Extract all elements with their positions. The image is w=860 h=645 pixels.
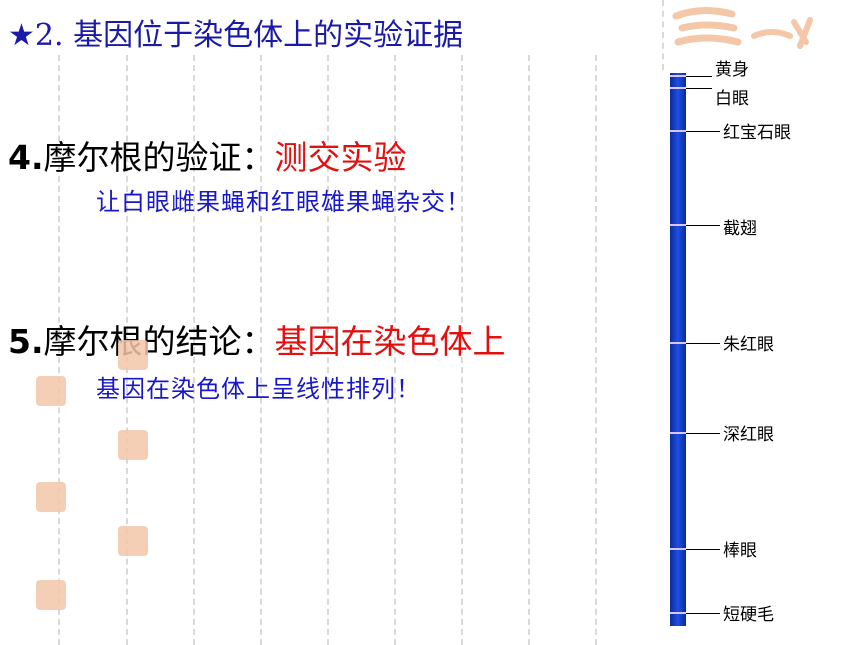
section-4-heading: 4.摩尔根的验证：测交实验 (8, 131, 407, 179)
section-5-highlight: 基因在染色体上 (274, 322, 506, 361)
slide-title: ★2. 基因位于染色体上的实验证据 (8, 10, 463, 54)
section-5-heading: 5.摩尔根的结论：基因在染色体上 (8, 315, 506, 363)
corner-decoration (672, 7, 813, 49)
gene-label: 黄身 (715, 60, 749, 80)
gene-locus-line (686, 549, 720, 550)
gene-label: 朱红眼 (723, 335, 774, 355)
gene-locus-line (686, 225, 720, 226)
gene-locus-band (670, 75, 686, 77)
gene-label: 红宝石眼 (723, 123, 791, 143)
section-5-label: 摩尔根的结论： (43, 322, 275, 361)
seal-decoration (118, 526, 148, 556)
seal-decoration (36, 376, 66, 406)
section-4-detail: 让白眼雌果蝇和红眼雄果蝇杂交！ (96, 188, 471, 216)
star-icon: ★ (8, 18, 35, 53)
gene-locus-line (686, 343, 720, 344)
gene-label: 白眼 (715, 89, 749, 109)
gene-label: 深红眼 (723, 425, 774, 445)
title-text: 2. 基因位于染色体上的实验证据 (34, 18, 464, 53)
gene-label: 棒眼 (723, 541, 757, 561)
section-5-number: 5. (8, 322, 44, 361)
section-4-label: 摩尔根的验证： (43, 138, 275, 177)
section-4-highlight: 测交实验 (274, 138, 407, 177)
gene-locus-line (686, 613, 720, 614)
seal-decoration (36, 482, 66, 512)
seal-decoration (118, 430, 148, 460)
gene-locus-band (670, 432, 686, 434)
gene-locus-line (686, 433, 720, 434)
gene-locus-band (670, 548, 686, 550)
gene-label: 短硬毛 (723, 605, 774, 625)
gene-locus-band (670, 130, 686, 132)
gene-locus-line (686, 88, 712, 89)
chromosome-bar (670, 73, 686, 626)
gene-locus-band (670, 612, 686, 614)
gene-locus-band (670, 87, 686, 89)
seal-decoration (118, 340, 148, 370)
gene-locus-line (686, 76, 712, 77)
gene-locus-line (686, 131, 720, 132)
gene-locus-band (670, 224, 686, 226)
section-5-detail: 基因在染色体上呈线性排列！ (96, 375, 421, 403)
gene-locus-band (670, 342, 686, 344)
gene-label: 截翅 (723, 219, 757, 239)
section-4-number: 4. (8, 138, 44, 177)
seal-decoration (36, 580, 66, 610)
